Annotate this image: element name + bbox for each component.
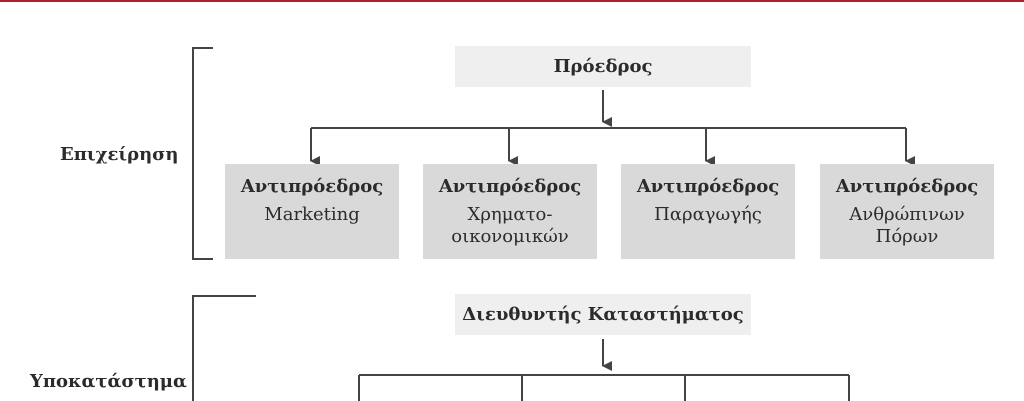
head-box-store-manager: Διευθυντής Καταστήματος xyxy=(455,294,751,335)
child-box-subtitle-line2: οικονομικών xyxy=(451,226,569,247)
child-box-title: Αντιπρόεδρος xyxy=(636,176,780,197)
child-box-marketing: Αντιπρόεδρος Marketing xyxy=(225,164,399,259)
bracket-branch xyxy=(192,295,256,401)
child-box-subtitle: Χρηματο- xyxy=(467,204,553,225)
bracket-company xyxy=(192,47,213,260)
child-box-subtitle: Marketing xyxy=(264,204,360,225)
section-label-branch: Υποκατάστημα xyxy=(30,371,187,392)
child-box-subtitle-line2: Πόρων xyxy=(875,226,939,247)
child-box-title: Αντιπρόεδρος xyxy=(438,176,582,197)
head-box-title: Πρόεδρος xyxy=(553,55,653,77)
child-box-finance: Αντιπρόεδρος Χρηματο- οικονομικών xyxy=(423,164,597,259)
child-box-production: Αντιπρόεδρος Παραγωγής xyxy=(621,164,795,259)
head-box-title: Διευθυντής Καταστήματος xyxy=(462,303,744,325)
child-box-title: Αντιπρόεδρος xyxy=(240,176,384,197)
child-box-subtitle: Παραγωγής xyxy=(654,204,762,225)
head-box-president: Πρόεδρος xyxy=(455,46,751,87)
top-accent-rule xyxy=(0,0,1024,2)
child-box-title: Αντιπρόεδρος xyxy=(835,176,979,197)
child-box-hr: Αντιπρόεδρος Ανθρώπινων Πόρων xyxy=(820,164,994,259)
child-box-subtitle: Ανθρώπινων xyxy=(849,204,965,225)
section-label-company: Επιχείρηση xyxy=(60,144,179,165)
